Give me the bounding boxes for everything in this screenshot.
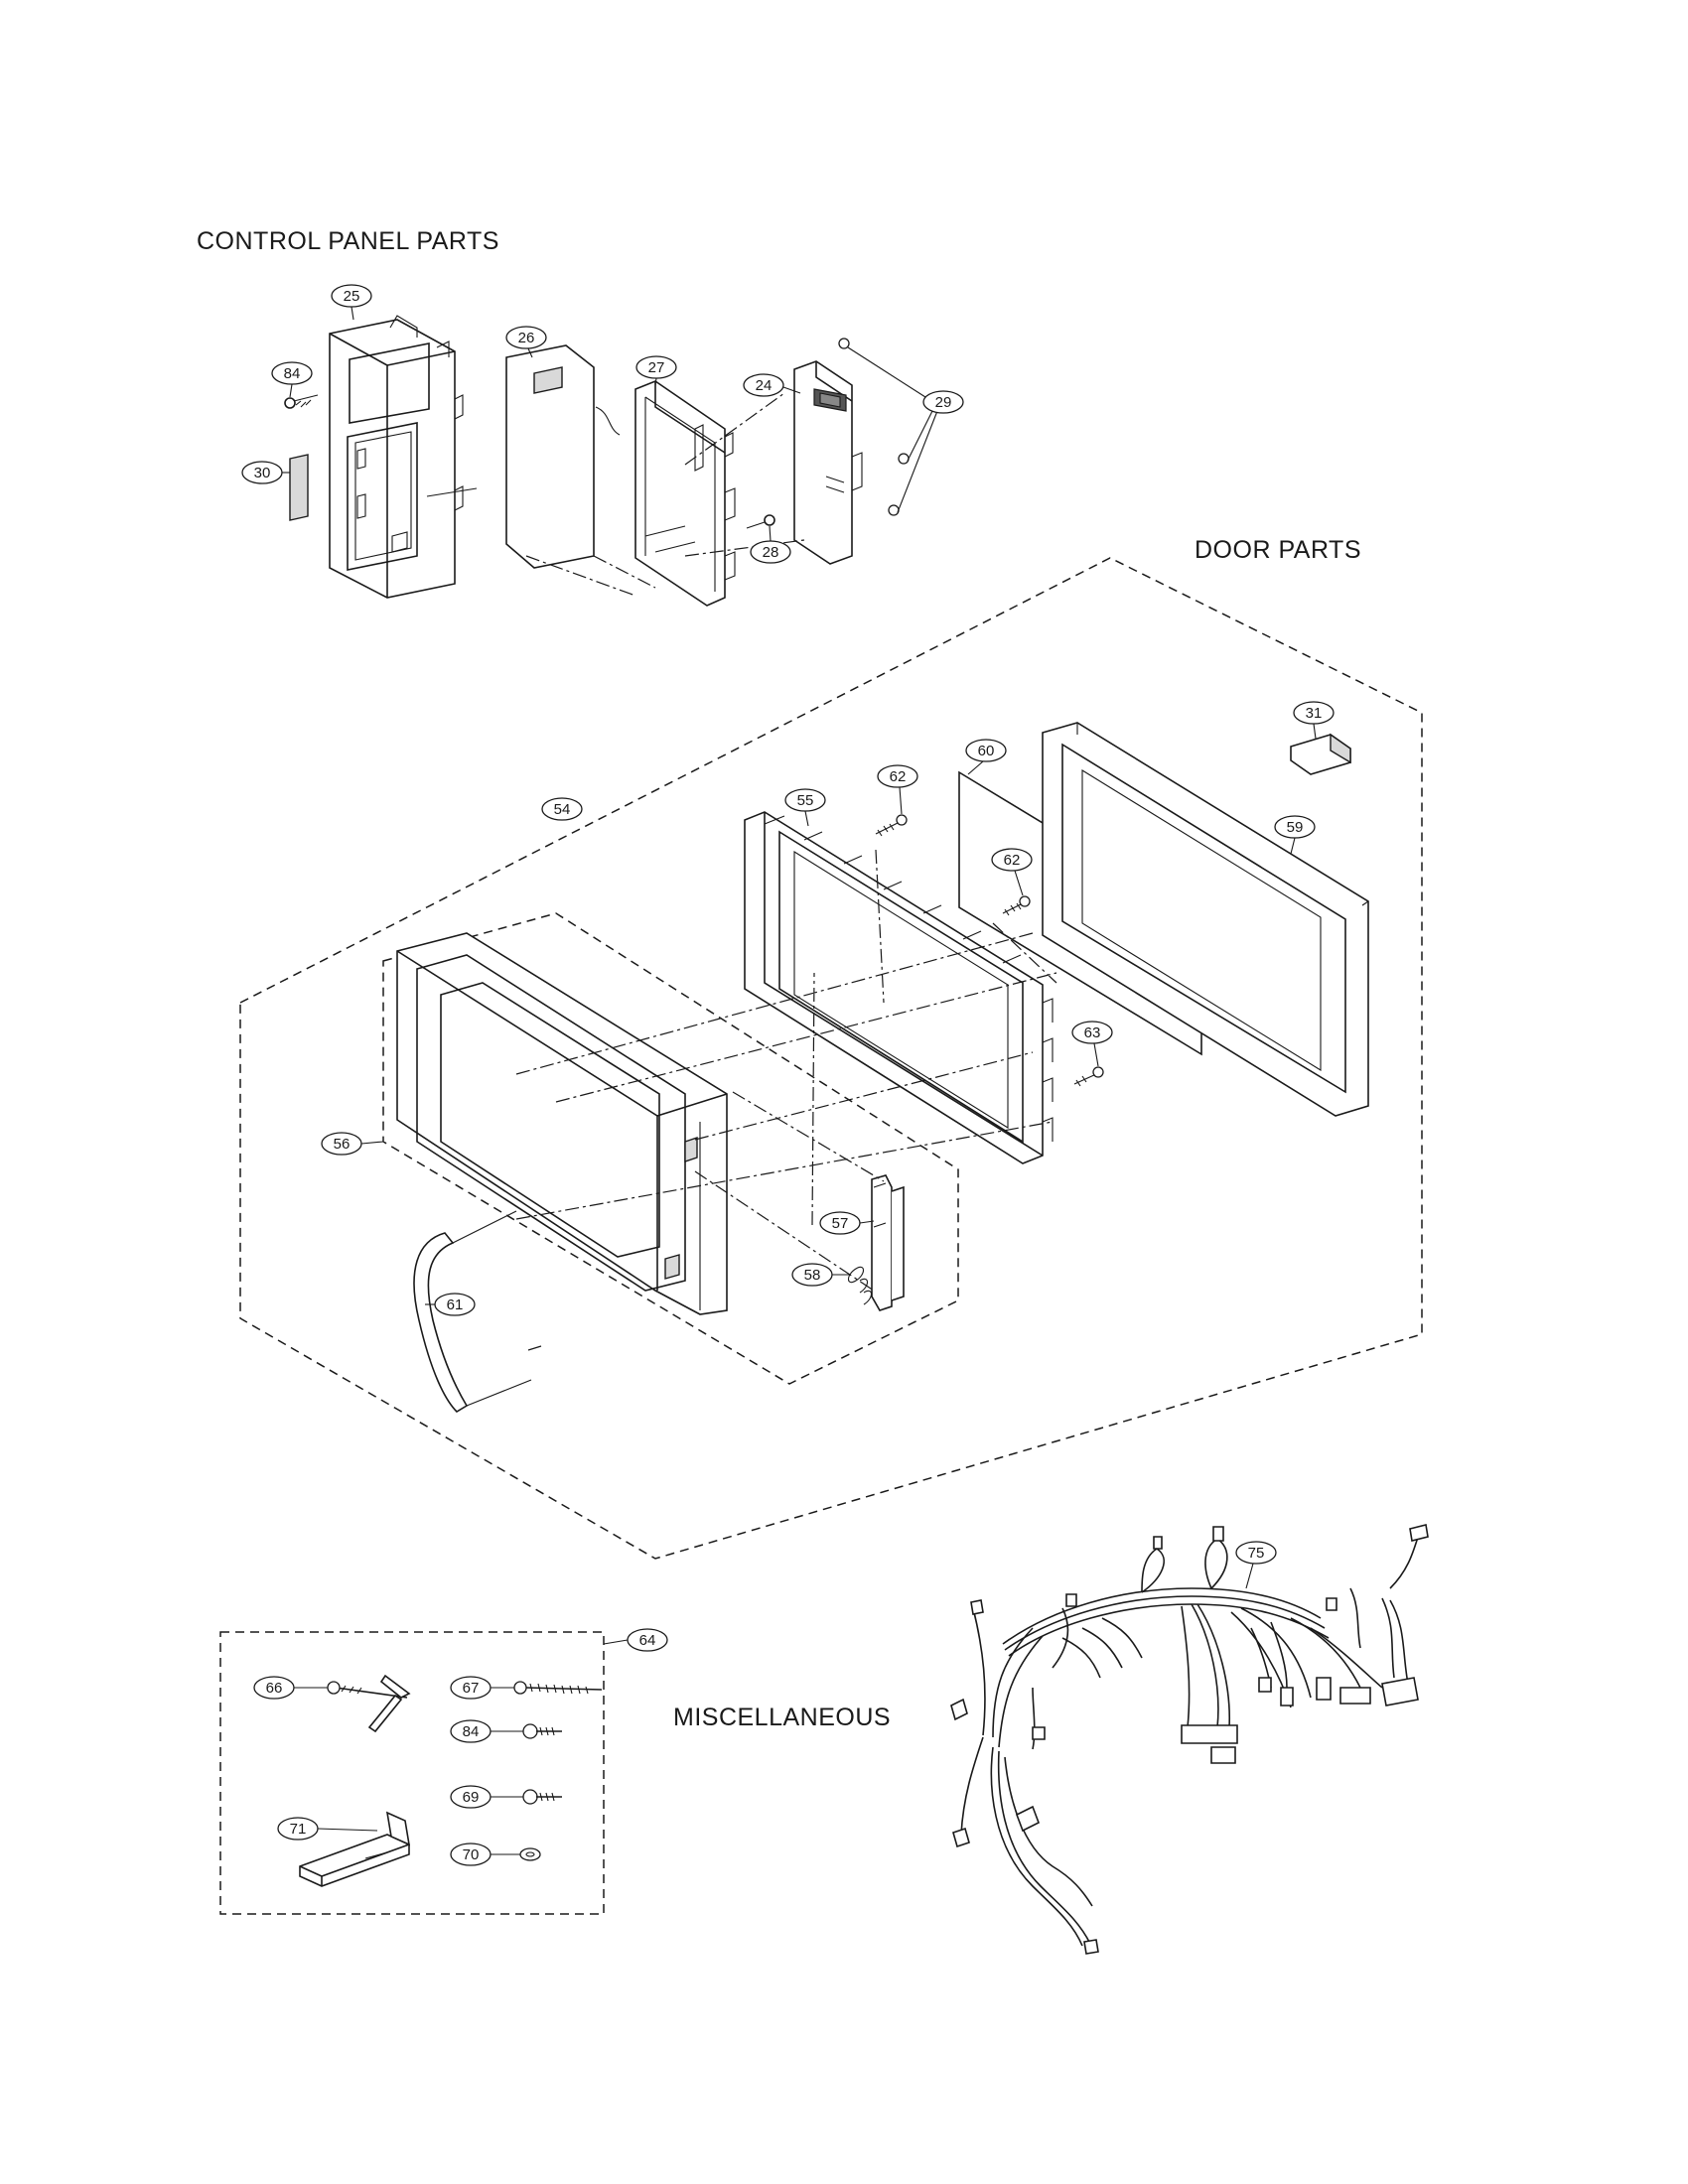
part-63-screw <box>1073 1066 1104 1087</box>
svg-text:29: 29 <box>935 394 952 411</box>
part-75-wire-harness <box>950 1524 1429 1955</box>
part-84-screw <box>284 394 319 409</box>
callout-26: 26 <box>505 326 547 358</box>
svg-text:25: 25 <box>344 288 360 305</box>
part-25-control-panel-frame <box>329 315 464 599</box>
part-69-screw <box>522 1789 562 1805</box>
part-29-screws <box>838 338 938 516</box>
control-panel-heading: CONTROL PANEL PARTS <box>197 227 499 255</box>
part-62-screw-lower <box>1002 895 1031 916</box>
svg-text:61: 61 <box>447 1297 464 1313</box>
callout-60: 60 <box>965 739 1007 775</box>
svg-text:62: 62 <box>1004 852 1021 869</box>
svg-text:64: 64 <box>639 1632 656 1649</box>
callout-66: 66 <box>253 1676 328 1700</box>
door-parts-heading: DOOR PARTS <box>1195 536 1361 564</box>
assembly-line-cp-2 <box>525 392 805 597</box>
callout-24: 24 <box>743 373 801 397</box>
svg-text:58: 58 <box>804 1267 821 1284</box>
callout-56: 56 <box>321 1132 384 1156</box>
callout-25: 25 <box>331 284 372 321</box>
svg-text:60: 60 <box>978 743 995 759</box>
part-67-long-screw <box>513 1681 603 1695</box>
svg-text:26: 26 <box>518 330 535 346</box>
svg-text:59: 59 <box>1287 819 1304 836</box>
part-28-screw <box>746 514 775 529</box>
svg-text:62: 62 <box>890 768 907 785</box>
callout-54: 54 <box>541 797 583 821</box>
svg-text:27: 27 <box>648 359 665 376</box>
svg-text:70: 70 <box>463 1846 480 1863</box>
callout-29: 29 <box>922 390 964 414</box>
part-26-film-sheet <box>505 344 621 569</box>
part-30-label <box>289 454 309 521</box>
part-84-misc-screw <box>522 1723 562 1739</box>
callout-31: 31 <box>1293 701 1335 740</box>
svg-text:57: 57 <box>832 1215 849 1232</box>
part-55-choke-frame <box>744 811 1054 1164</box>
callout-71: 71 <box>277 1817 378 1841</box>
svg-text:84: 84 <box>284 365 301 382</box>
callout-70: 70 <box>450 1843 520 1866</box>
part-24-pcb <box>793 360 863 565</box>
part-56-door-frame <box>396 932 728 1315</box>
svg-text:69: 69 <box>463 1789 480 1806</box>
part-58-spring <box>847 1266 873 1305</box>
part-70-washer <box>519 1847 541 1861</box>
svg-text:54: 54 <box>554 801 571 818</box>
part-27-bracket <box>634 380 736 607</box>
part-57-latch-hook <box>871 1174 905 1311</box>
callout-62-upper: 62 <box>877 764 918 815</box>
miscellaneous-heading: MISCELLANEOUS <box>673 1704 891 1731</box>
svg-text:55: 55 <box>797 792 814 809</box>
part-59-inner-panel <box>1042 722 1369 1117</box>
part-62-screw-upper <box>875 814 908 837</box>
callout-63: 63 <box>1071 1021 1113 1067</box>
callout-30: 30 <box>241 461 290 484</box>
callout-58: 58 <box>791 1263 850 1287</box>
assembly-lines-door <box>515 849 1057 1351</box>
callout-75: 75 <box>1235 1541 1277 1589</box>
assembly-line-cp-1 <box>426 487 478 497</box>
svg-text:75: 75 <box>1248 1545 1265 1562</box>
svg-text:66: 66 <box>266 1680 283 1697</box>
misc-parts-boundary <box>219 1631 605 1915</box>
svg-text:28: 28 <box>763 544 779 561</box>
part-31-latch <box>1290 733 1351 775</box>
part-71-bracket <box>299 1811 411 1887</box>
svg-text:71: 71 <box>290 1821 307 1838</box>
callout-61: 61 <box>425 1293 476 1316</box>
callout-28: 28 <box>750 525 791 564</box>
part-61-handle <box>413 1210 532 1414</box>
part-66-toggle-bolt <box>327 1674 411 1733</box>
svg-text:31: 31 <box>1306 705 1323 722</box>
callout-27: 27 <box>635 355 677 386</box>
svg-text:30: 30 <box>254 465 271 481</box>
callout-55: 55 <box>784 788 826 827</box>
callout-57: 57 <box>819 1211 875 1235</box>
callout-67: 67 <box>450 1676 514 1700</box>
svg-text:84: 84 <box>463 1723 480 1740</box>
callout-62-lower: 62 <box>991 848 1033 896</box>
callout-59: 59 <box>1274 815 1316 855</box>
svg-text:67: 67 <box>463 1680 480 1697</box>
svg-text:24: 24 <box>756 377 773 394</box>
door-assembly-boundary <box>239 557 1423 1560</box>
callout-69: 69 <box>450 1785 523 1809</box>
callout-84-misc: 84 <box>450 1719 523 1743</box>
svg-text:63: 63 <box>1084 1024 1101 1041</box>
callout-84-control: 84 <box>271 361 313 398</box>
svg-text:56: 56 <box>334 1136 351 1153</box>
callout-64: 64 <box>603 1628 668 1652</box>
